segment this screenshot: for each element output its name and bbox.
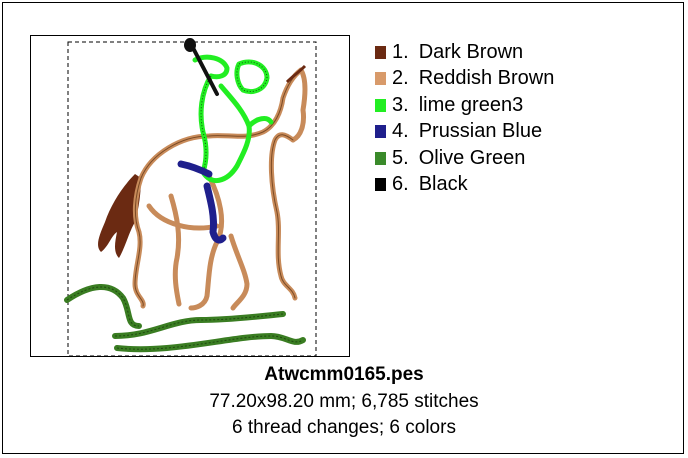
hoop-boundary bbox=[67, 41, 317, 357]
color-swatch bbox=[375, 151, 386, 165]
whip bbox=[184, 38, 219, 96]
legend-color-name: Dark Brown bbox=[418, 40, 524, 63]
design-dimensions: 77.20x98.20 mm; 6,785 stitches bbox=[209, 391, 479, 412]
legend-number: 6. bbox=[392, 173, 409, 196]
design-preview bbox=[30, 35, 350, 357]
color-swatch bbox=[375, 125, 386, 139]
grass-strokes bbox=[64, 283, 306, 353]
color-swatch bbox=[375, 45, 386, 59]
legend-color-name: Reddish Brown bbox=[418, 67, 555, 90]
thread-color-legend: 1. Dark Brown 2. Reddish Brown 3. lime gree… bbox=[375, 39, 554, 198]
legend-item: 5. Olive Green bbox=[375, 145, 554, 172]
color-swatch bbox=[375, 98, 386, 112]
embroidery-image bbox=[64, 38, 317, 357]
legend-item: 2. Reddish Brown bbox=[375, 66, 554, 93]
legend-number: 5. bbox=[392, 146, 409, 169]
legend-item: 1. Dark Brown bbox=[375, 39, 554, 66]
legend-item: 4. Prussian Blue bbox=[375, 119, 554, 146]
design-card: 1. Dark Brown 2. Reddish Brown 3. lime gree… bbox=[2, 2, 684, 454]
horse-tail bbox=[98, 174, 141, 258]
legend-number: 3. bbox=[392, 93, 409, 116]
horse-outline bbox=[132, 67, 308, 311]
legend-number: 4. bbox=[392, 120, 409, 143]
legend-number: 2. bbox=[392, 67, 409, 90]
color-swatch bbox=[375, 72, 386, 86]
design-thread-summary: 6 thread changes; 6 colors bbox=[232, 417, 456, 438]
legend-color-name: Prussian Blue bbox=[418, 120, 543, 143]
legend-item: 3. lime green3 bbox=[375, 92, 554, 119]
jockey-boot bbox=[177, 160, 227, 244]
legend-item: 6. Black bbox=[375, 172, 554, 199]
color-swatch bbox=[375, 178, 386, 192]
design-filename: Atwcmm0165.pes bbox=[264, 364, 424, 385]
legend-color-name: Olive Green bbox=[418, 146, 526, 169]
legend-number: 1. bbox=[392, 40, 409, 63]
legend-color-name: Black bbox=[418, 173, 468, 196]
legend-color-name: lime green3 bbox=[418, 93, 524, 116]
